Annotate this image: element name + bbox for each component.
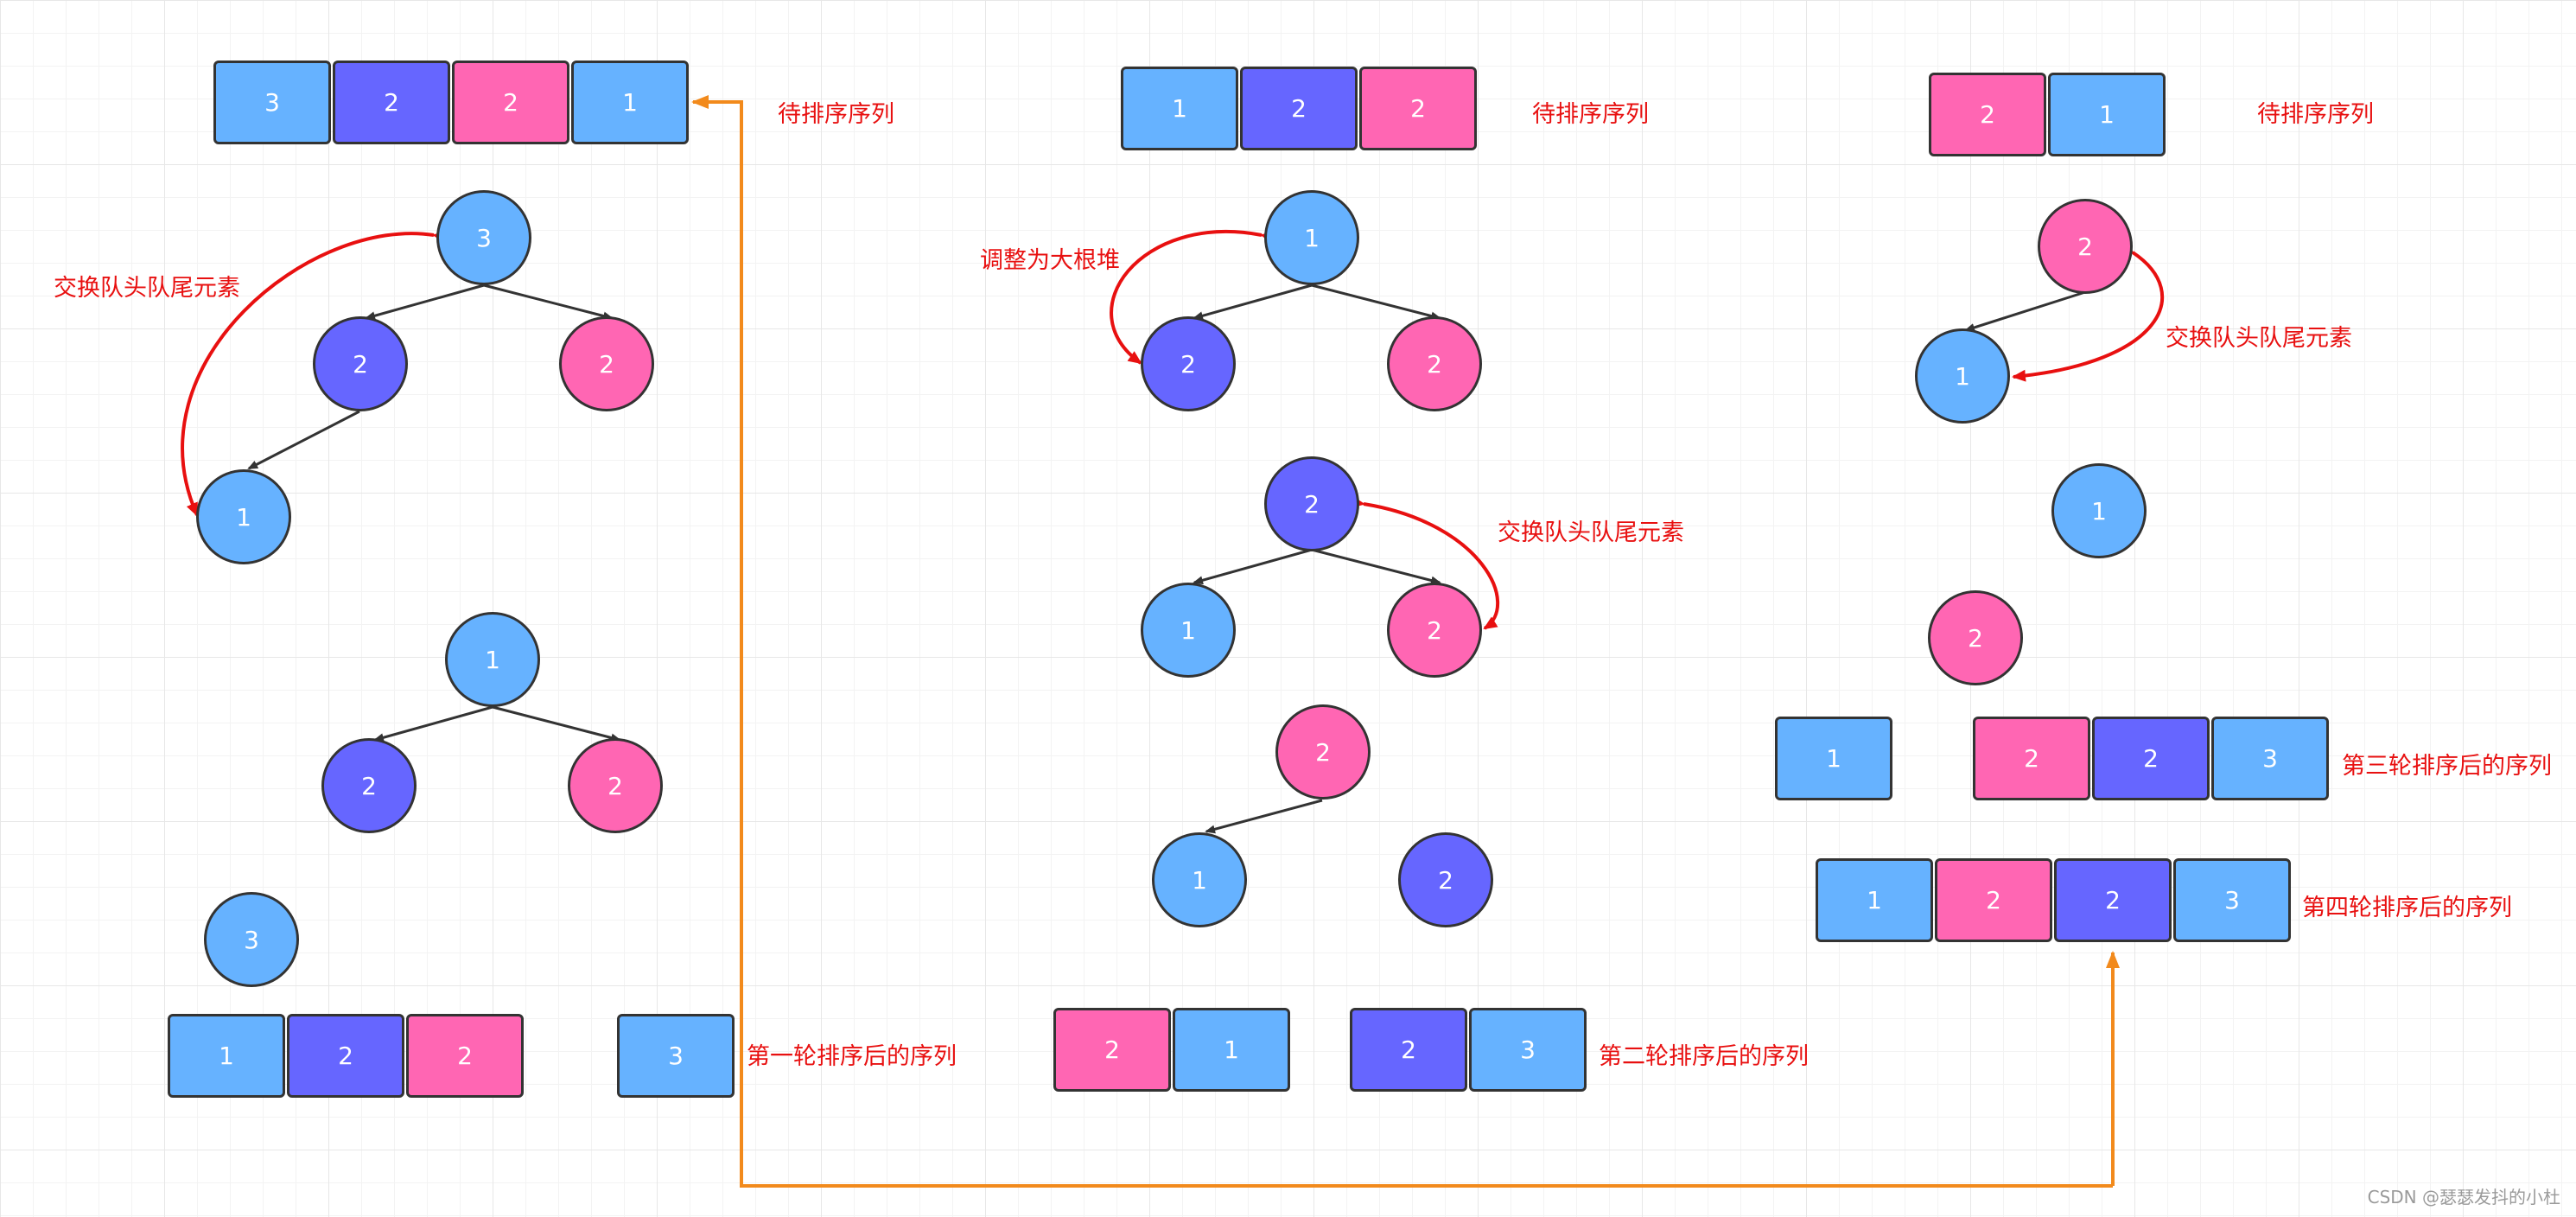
result-cell: 2: [2054, 858, 2172, 942]
heap-node: 1: [1915, 328, 2010, 424]
swap-label: 交换队头队尾元素: [54, 275, 240, 302]
heap-node: 1: [1152, 832, 1247, 927]
tree-edge: [373, 705, 493, 742]
sorted-cell: 3: [1469, 1008, 1587, 1092]
array-cell: 1: [168, 1014, 285, 1098]
heap-node: 1: [1141, 583, 1236, 678]
heap-node: 2: [1387, 583, 1482, 678]
removed-node: 2: [1398, 832, 1493, 927]
sorted-cell: 3: [617, 1014, 735, 1098]
array-cell: 1: [2048, 73, 2166, 156]
array-cell: 2: [452, 61, 569, 144]
pending-label: 待排序序列: [2257, 101, 2374, 128]
tree-edge: [1964, 290, 2086, 332]
heap-node: 2: [321, 738, 417, 833]
array-cell: 2: [333, 61, 450, 144]
sorted-cell: 3: [2211, 717, 2329, 800]
heap-node: 2: [313, 316, 408, 411]
result-cell: 3: [2173, 858, 2291, 942]
swap-label: 交换队头队尾元素: [1498, 519, 1684, 546]
heap-node: 1: [1264, 190, 1359, 285]
pending-label: 待排序序列: [1532, 101, 1649, 128]
heap-node: 2: [1275, 704, 1371, 800]
tree-edge: [365, 284, 485, 321]
tree-edge: [1193, 548, 1313, 585]
tree-edge: [1193, 284, 1313, 321]
array-cell: 1: [1775, 717, 1892, 800]
result-cell: 2: [1935, 858, 2052, 942]
heap-node: 1: [2051, 463, 2147, 558]
array-cell: 3: [213, 61, 331, 144]
heap-node: 3: [436, 190, 531, 285]
adjust-label: 调整为大根堆: [980, 247, 1120, 274]
heap-node: 2: [1141, 316, 1236, 411]
tree-edge: [1205, 799, 1323, 834]
tree-edge: [1311, 548, 1441, 585]
heap-node: 2: [568, 738, 663, 833]
heap-node: 1: [196, 469, 291, 564]
array-cell: 1: [1173, 1008, 1290, 1092]
round4-label: 第四轮排序后的序列: [2302, 895, 2512, 921]
array-cell: 1: [571, 61, 689, 144]
array-cell: 2: [1359, 67, 1477, 150]
array-cell: 2: [1240, 67, 1358, 150]
heap-node: 2: [559, 316, 654, 411]
array-cell: 2: [1053, 1008, 1171, 1092]
tree-edge: [483, 284, 614, 321]
array-cell: 2: [287, 1014, 404, 1098]
sorted-cell: 2: [1973, 717, 2090, 800]
array-cell: 2: [406, 1014, 524, 1098]
pending-label: 待排序序列: [778, 101, 894, 128]
tree-edge: [1311, 284, 1441, 321]
removed-node: 2: [1928, 590, 2023, 685]
heap-node: 1: [445, 612, 540, 707]
heap-node: 2: [1387, 316, 1482, 411]
round1-label: 第一轮排序后的序列: [747, 1043, 957, 1070]
tree-edge: [492, 705, 621, 742]
round3-label: 第三轮排序后的序列: [2342, 753, 2552, 780]
array-cell: 2: [1929, 73, 2046, 156]
heap-node: 2: [1264, 456, 1359, 551]
watermark: CSDN @瑟瑟发抖的小杜: [2367, 1187, 2560, 1207]
result-cell: 1: [1816, 858, 1933, 942]
round2-label: 第二轮排序后的序列: [1599, 1043, 1809, 1070]
swap-label: 交换队头队尾元素: [2166, 325, 2352, 352]
sorted-cell: 2: [1350, 1008, 1467, 1092]
sorted-cell: 2: [2092, 717, 2210, 800]
array-cell: 1: [1121, 67, 1238, 150]
heap-node: 2: [2038, 199, 2133, 294]
removed-node: 3: [204, 892, 299, 987]
tree-edge: [247, 410, 360, 470]
